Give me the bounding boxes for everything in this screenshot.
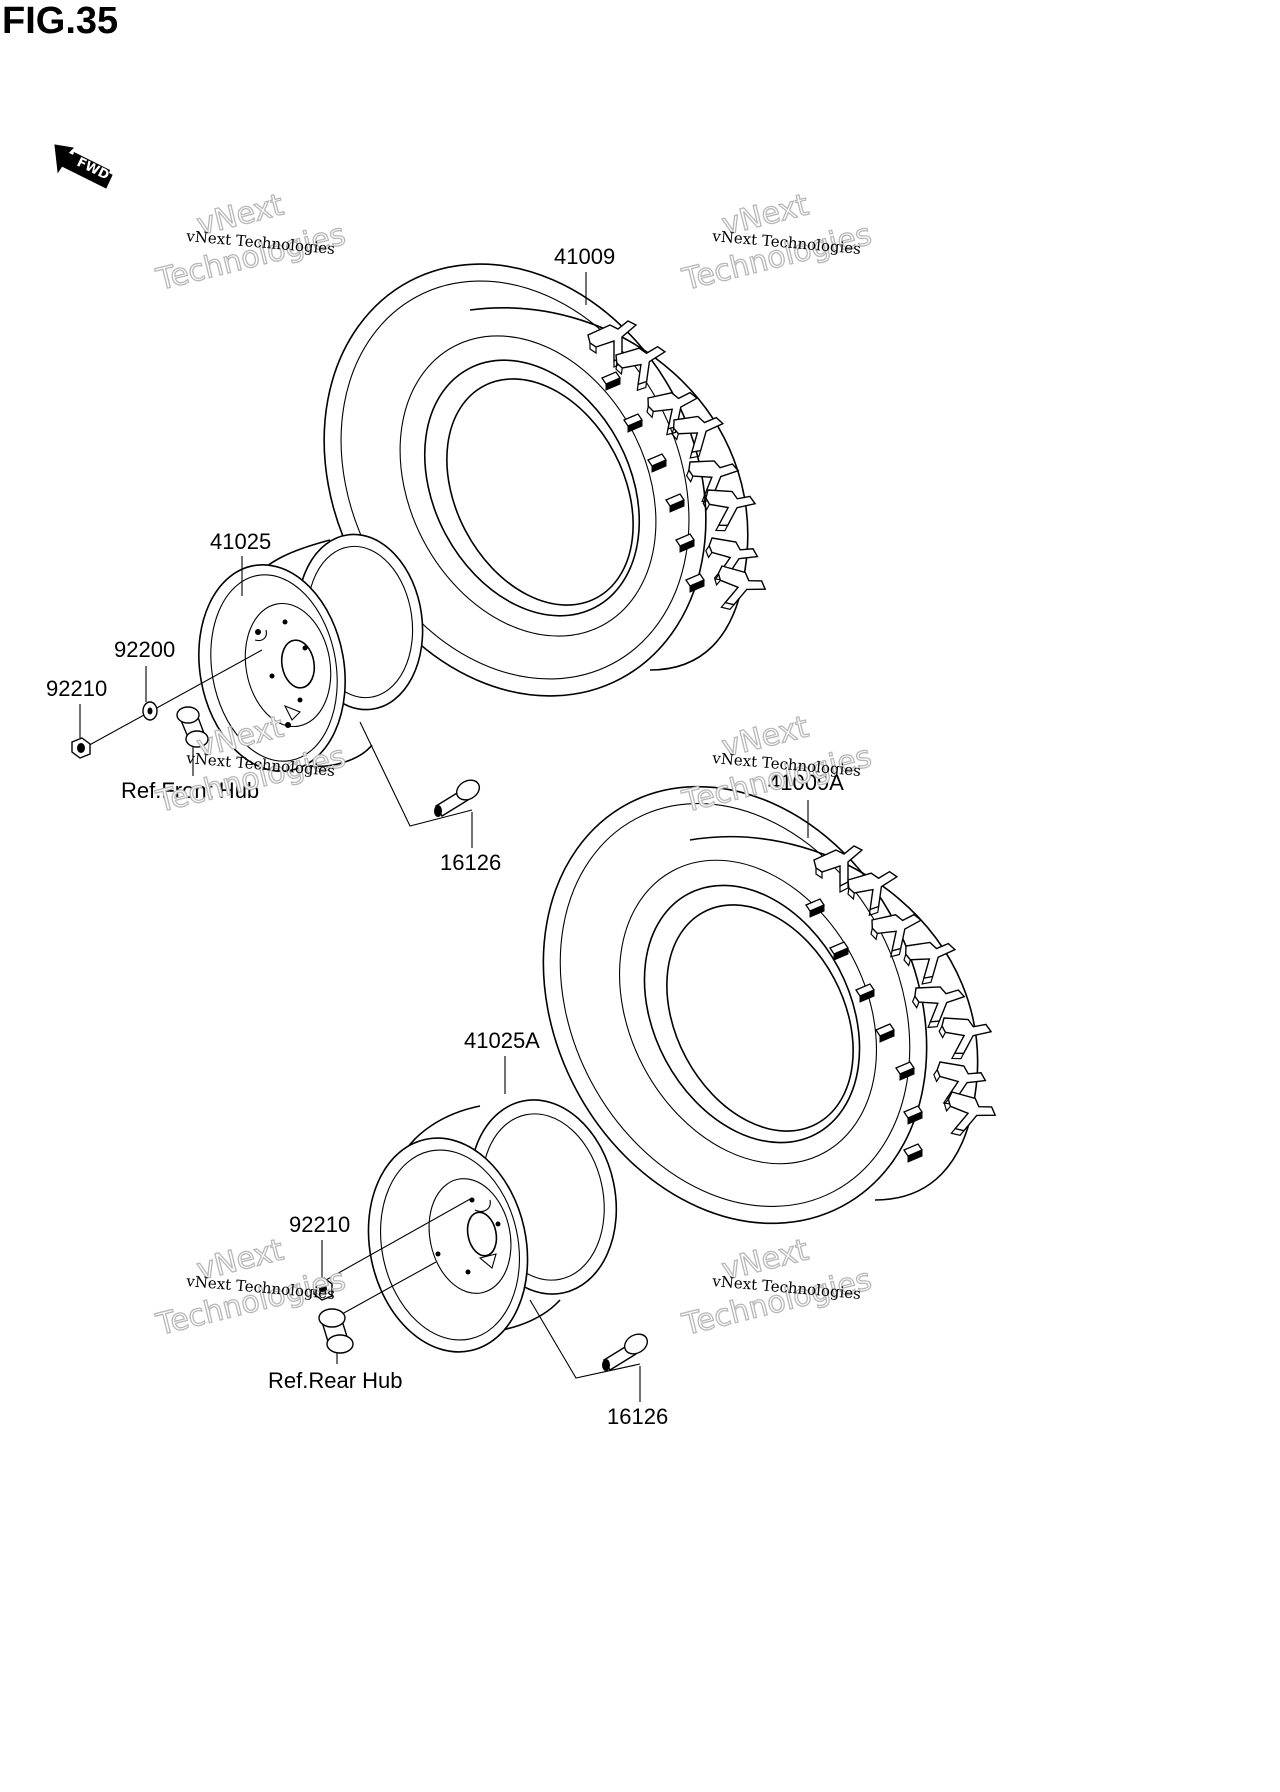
rear-stud-line-2 [341,1261,437,1315]
front-washer [142,701,158,721]
watermark-5: vNext Technologies vNext Technologies [152,1232,350,1344]
rear-nut [313,1277,333,1301]
watermark-2: vNext Technologies vNext Technologies [678,187,876,299]
callout-front-hub: Ref.Front Hub [121,778,259,803]
watermark-4: vNext Technologies vNext Technologies [678,709,876,821]
callout-front-washer: 92200 [114,637,175,662]
callout-front-tire: 41009 [554,244,615,269]
front-stud-line [83,649,263,749]
figure-title: FIG.35 [2,0,119,42]
front-nut [71,737,91,759]
front-wheel [198,533,424,772]
rear-valve [602,1333,649,1371]
callout-rear-hub: Ref.Rear Hub [268,1368,403,1393]
callout-rear-tire: 41009A [768,770,844,795]
watermark-6: vNext Technologies vNext Technologies [678,1232,876,1344]
rear-wheel [367,1099,618,1353]
front-valve [434,779,481,817]
front-tire [323,263,769,697]
front-valve-guide [359,721,473,827]
callout-front-wheel: 41025 [210,529,271,554]
callout-rear-nut: 92210 [289,1212,350,1237]
callout-front-valve: 16126 [440,850,501,875]
callout-rear-wheel: 41025A [464,1028,540,1053]
rear-hub-collar [318,1308,354,1354]
callout-rear-valve: 16126 [607,1404,668,1429]
callout-front-nut: 92210 [46,676,107,701]
rear-stud-line-1 [325,1197,473,1281]
rear-tire [542,785,999,1225]
front-hub-collar [176,706,209,748]
fwd-arrow-icon: FWD [54,144,113,189]
rear-valve-guide [529,1299,641,1379]
watermark-1: vNext Technologies vNext Technologies [152,187,350,299]
